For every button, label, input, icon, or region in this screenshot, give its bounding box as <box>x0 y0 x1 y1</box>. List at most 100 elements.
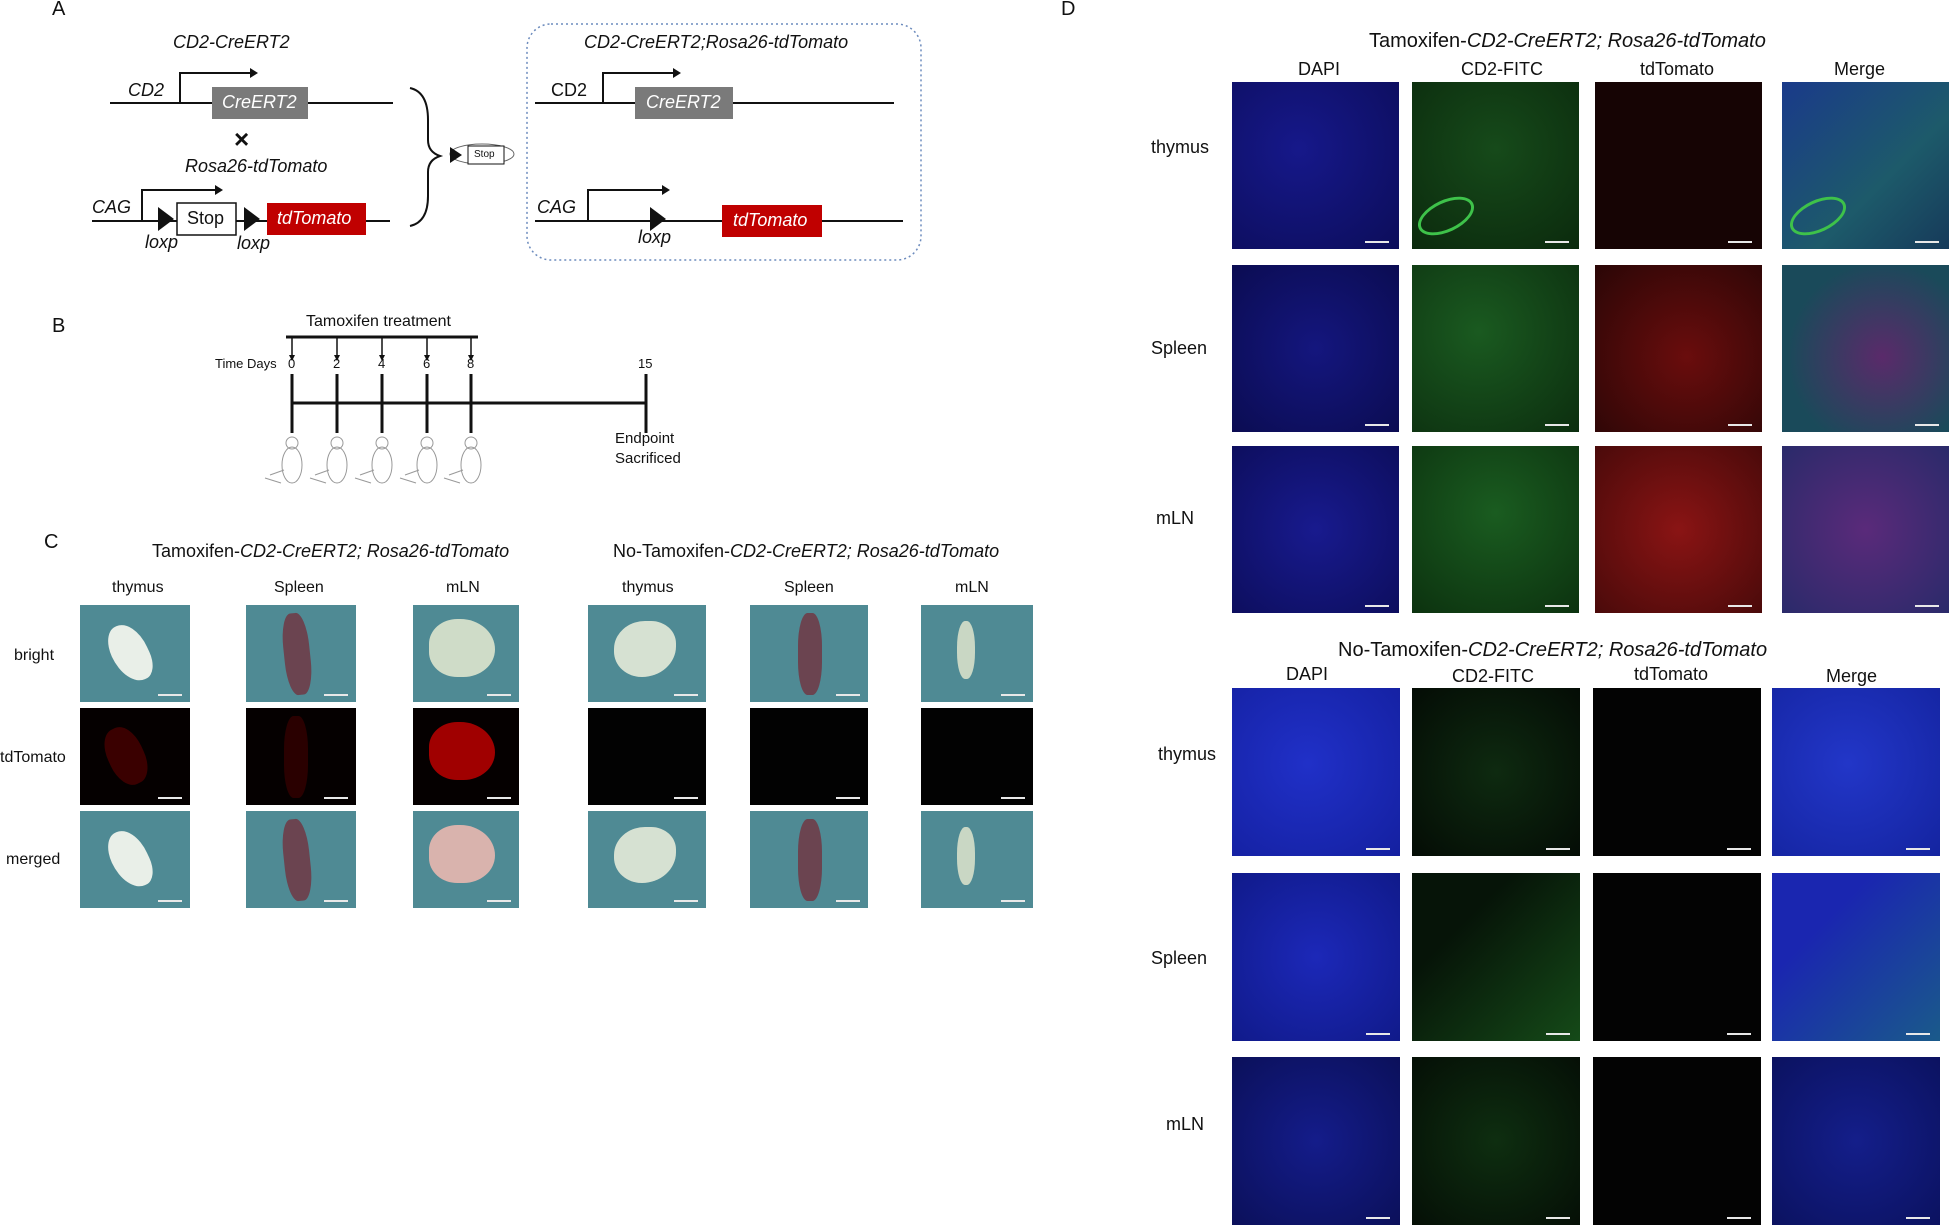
c-col-thymus-1: thymus <box>112 579 164 596</box>
cd2-creert2-title: CD2-CreERT2 <box>173 32 290 52</box>
cag-label-combined: CAG <box>537 197 577 217</box>
day-2-label: 2 <box>333 356 341 371</box>
panel-d-tamoxifen-title: Tamoxifen-CD2-CreERT2; Rosa26-tdTomato <box>1369 30 1766 52</box>
panel-b-letter: B <box>52 315 66 337</box>
mouse-icon-1 <box>264 436 303 484</box>
mouse-icon-5 <box>443 436 482 484</box>
d-top-thymus-dapi-image <box>1232 82 1399 249</box>
d-bottom-col-tdtomato: tdTomato <box>1634 664 1709 684</box>
d-bottom-thymus-tdtomato-image <box>1593 688 1761 856</box>
c-tdtomato-mln-image <box>413 708 519 805</box>
d-top-mln-merge-image <box>1782 446 1949 613</box>
c-bright-spleen-notam-image <box>750 605 868 702</box>
panel-c-no-tamoxifen-title: No-Tamoxifen-CD2-CreERT2; Rosa26-tdTomat… <box>613 541 1000 561</box>
cd2-promoter-label: CD2 <box>128 80 165 100</box>
d-bottom-spleen-fitc-image <box>1412 873 1580 1041</box>
creert2-label: CreERT2 <box>222 92 297 112</box>
d-top-thymus-tdtomato-image <box>1595 82 1762 249</box>
tdtomato-label-combined: tdTomato <box>733 210 808 230</box>
d-top-mln-dapi-image <box>1232 446 1399 613</box>
c-tdtomato-mln-notam-image <box>921 708 1033 805</box>
panel-d-letter: D <box>1061 0 1076 20</box>
c-tdtomato-spleen-notam-image <box>750 708 868 805</box>
d-bottom-col-merge: Merge <box>1826 666 1878 686</box>
d-top-thymus-fitc-image <box>1412 82 1579 249</box>
combined-construct-title: CD2-CreERT2;Rosa26-tdTomato <box>584 32 849 52</box>
mouse-icon-4 <box>399 436 438 484</box>
panel-c-letter: C <box>44 531 59 553</box>
day-0-label: 0 <box>288 356 296 371</box>
d-top-thymus-merge-image <box>1782 82 1949 249</box>
c-col-mln-1: mLN <box>446 579 480 596</box>
c-row-bright: bright <box>14 647 55 664</box>
c-merged-mln-notam-image <box>921 811 1033 908</box>
cd2-promoter-label-combined: CD2 <box>551 80 588 100</box>
loxp-label-right: loxp <box>237 233 271 253</box>
d-top-row-mln: mLN <box>1156 508 1195 528</box>
c-merged-spleen-image <box>246 811 356 908</box>
panel-a-letter: A <box>52 0 66 20</box>
rosa26-tdtomato-title: Rosa26-tdTomato <box>185 156 328 176</box>
c-col-thymus-2: thymus <box>622 579 674 596</box>
sacrificed-label: Sacrificed <box>615 450 681 467</box>
panel-a-diagram <box>92 23 922 261</box>
cag-label: CAG <box>92 197 132 217</box>
d-top-spleen-merge-image <box>1782 265 1949 432</box>
d-bottom-row-thymus: thymus <box>1158 744 1217 764</box>
c-merged-thymus-notam-image <box>588 811 706 908</box>
c-bright-mln-image <box>413 605 519 702</box>
c-bright-thymus-image <box>80 605 190 702</box>
loxp-label-combined: loxp <box>638 227 672 247</box>
day-8-label: 8 <box>467 356 475 371</box>
d-top-row-thymus: thymus <box>1151 137 1210 157</box>
c-col-mln-2: mLN <box>955 579 989 596</box>
c-row-merged: merged <box>6 851 61 868</box>
c-bright-mln-notam-image <box>921 605 1033 702</box>
panel-c-tamoxifen-title: Tamoxifen-CD2-CreERT2; Rosa26-tdTomato <box>152 541 510 561</box>
stop-label: Stop <box>187 208 225 228</box>
d-top-spleen-tdtomato-image <box>1595 265 1762 432</box>
d-bottom-spleen-tdtomato-image <box>1593 873 1761 1041</box>
d-bottom-mln-merge-image <box>1772 1057 1940 1225</box>
d-bottom-col-cd2-fitc: CD2-FITC <box>1452 666 1534 686</box>
day-4-label: 4 <box>378 356 386 371</box>
d-bottom-thymus-dapi-image <box>1232 688 1400 856</box>
tamoxifen-treatment-label: Tamoxifen treatment <box>306 313 451 330</box>
d-bottom-row-spleen: Spleen <box>1151 948 1208 968</box>
c-merged-spleen-notam-image <box>750 811 868 908</box>
c-tdtomato-thymus-image <box>80 708 190 805</box>
mouse-icon-2 <box>309 436 348 484</box>
endpoint-label: Endpoint <box>615 430 675 447</box>
c-row-tdtomato: tdTomato <box>0 749 66 766</box>
c-col-spleen-1: Spleen <box>274 579 324 596</box>
d-bottom-mln-tdtomato-image <box>1593 1057 1761 1225</box>
d-top-row-spleen: Spleen <box>1151 338 1208 358</box>
d-top-col-cd2-fitc: CD2-FITC <box>1461 59 1543 79</box>
creert2-label-combined: CreERT2 <box>646 92 721 112</box>
d-bottom-spleen-dapi-image <box>1232 873 1400 1041</box>
loxp-label-left: loxp <box>145 232 179 252</box>
c-bright-thymus-notam-image <box>588 605 706 702</box>
c-merged-mln-image <box>413 811 519 908</box>
small-stop-label: Stop <box>474 149 495 160</box>
panel-b-timeline <box>264 335 648 484</box>
c-merged-thymus-image <box>80 811 190 908</box>
d-bottom-row-mln: mLN <box>1166 1114 1205 1134</box>
d-bottom-thymus-fitc-image <box>1412 688 1580 856</box>
d-top-spleen-fitc-image <box>1412 265 1579 432</box>
c-col-spleen-2: Spleen <box>784 579 834 596</box>
c-bright-spleen-image <box>246 605 356 702</box>
d-bottom-mln-dapi-image <box>1232 1057 1400 1225</box>
day-15-label: 15 <box>638 356 653 371</box>
mouse-icon-3 <box>354 436 393 484</box>
day-6-label: 6 <box>423 356 431 371</box>
c-tdtomato-thymus-notam-image <box>588 708 706 805</box>
d-top-spleen-dapi-image <box>1232 265 1399 432</box>
d-top-mln-tdtomato-image <box>1595 446 1762 613</box>
c-tdtomato-spleen-image <box>246 708 356 805</box>
d-top-mln-fitc-image <box>1412 446 1579 613</box>
d-bottom-thymus-merge-image <box>1772 688 1940 856</box>
d-bottom-spleen-merge-image <box>1772 873 1940 1041</box>
d-bottom-col-dapi: DAPI <box>1286 664 1329 684</box>
panel-d-no-tamoxifen-title: No-Tamoxifen-CD2-CreERT2; Rosa26-tdTomat… <box>1338 639 1768 661</box>
